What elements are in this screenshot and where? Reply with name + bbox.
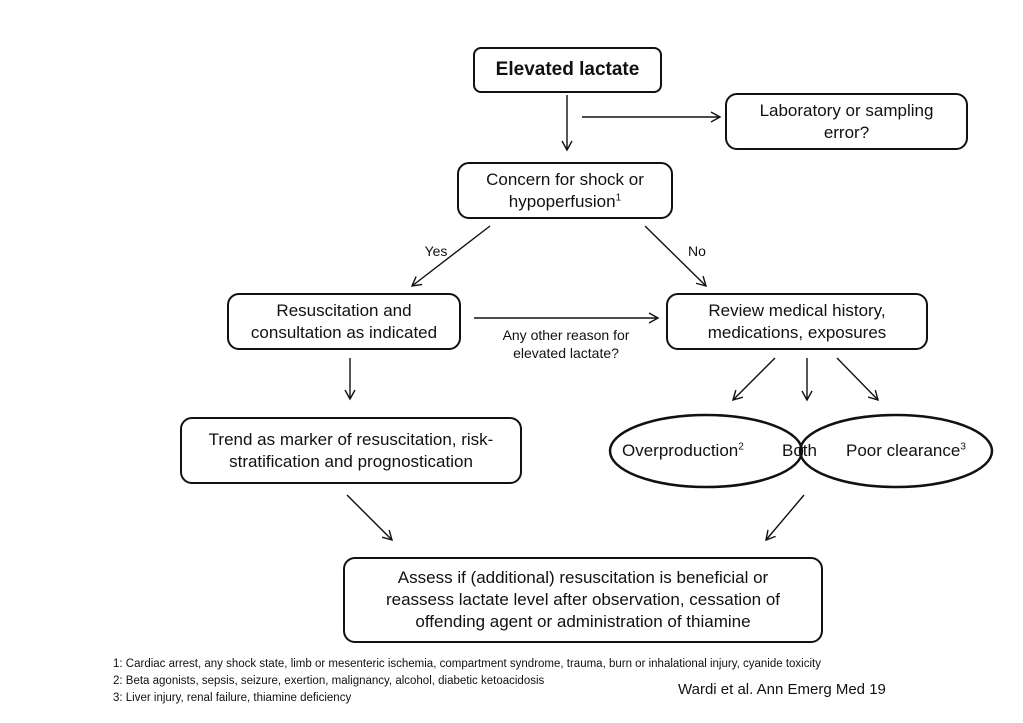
elevated-lactate-label: Elevated lactate [495,59,640,80]
arrow-no [644,225,708,288]
concern-line-2: hypoperfusion [508,191,616,211]
overproduction-oval [608,413,804,489]
both-label: Both [782,441,817,460]
footnote-3: 3: Liver injury, renal failure, thiamine… [113,692,352,704]
poor-clearance-label: Poor clearance3 [846,441,966,460]
concern-node: Concern for shock or hypoperfusion1 [457,162,673,219]
footnote-marker-3: 3 [960,441,966,453]
other-reason-line-1: Any other reason for [502,327,630,343]
lab-error-line-2: error? [823,122,870,142]
citation: Wardi et al. Ann Emerg Med 19 [678,681,886,698]
arrow-review-to-overproduction [731,357,776,402]
review-line-1: Review medical history, [708,300,886,320]
other-reason-label: Any other reason for elevated lactate? [482,326,650,362]
yes-label: Yes [424,243,448,259]
resuscitation-line-1: Resuscitation and [276,300,412,320]
lab-error-line-1: Laboratory or sampling [759,100,934,120]
overproduction-label: Overproduction2 [622,441,744,460]
elevated-lactate-node: Elevated lactate [473,47,662,93]
arrow-trend-to-assess [346,494,394,542]
assess-node: Assess if (additional) resuscitation is … [343,557,823,643]
lab-error-node: Laboratory or sampling error? [725,93,968,150]
footnote-marker-2: 2 [738,441,744,453]
arrow-ovals-to-assess [765,494,805,542]
assess-line-3: offending agent or administration of thi… [415,612,751,631]
resuscitation-node: Resuscitation and consultation as indica… [227,293,461,350]
arrow-yes [410,225,491,287]
concern-line-1: Concern for shock or [486,169,644,189]
trend-line-2: stratification and prognostication [229,451,473,471]
arrow-review-to-poor-clearance [836,357,880,402]
trend-line-1: Trend as marker of resuscitation, risk- [208,429,494,449]
no-label: No [688,243,706,259]
footnote-2: 2: Beta agonists, sepsis, seizure, exert… [113,675,545,687]
trend-node: Trend as marker of resuscitation, risk- … [180,417,522,484]
poor-clearance-oval [798,413,994,489]
other-reason-line-2: elevated lactate? [513,345,619,361]
resuscitation-line-2: consultation as indicated [250,322,438,342]
footnote-1: 1: Cardiac arrest, any shock state, limb… [113,658,821,670]
review-history-node: Review medical history, medications, exp… [666,293,928,350]
review-line-2: medications, exposures [707,322,887,342]
assess-line-2: reassess lactate level after observation… [385,590,781,609]
assess-line-1: Assess if (additional) resuscitation is … [397,568,769,587]
footnote-marker-1: 1 [615,191,622,203]
